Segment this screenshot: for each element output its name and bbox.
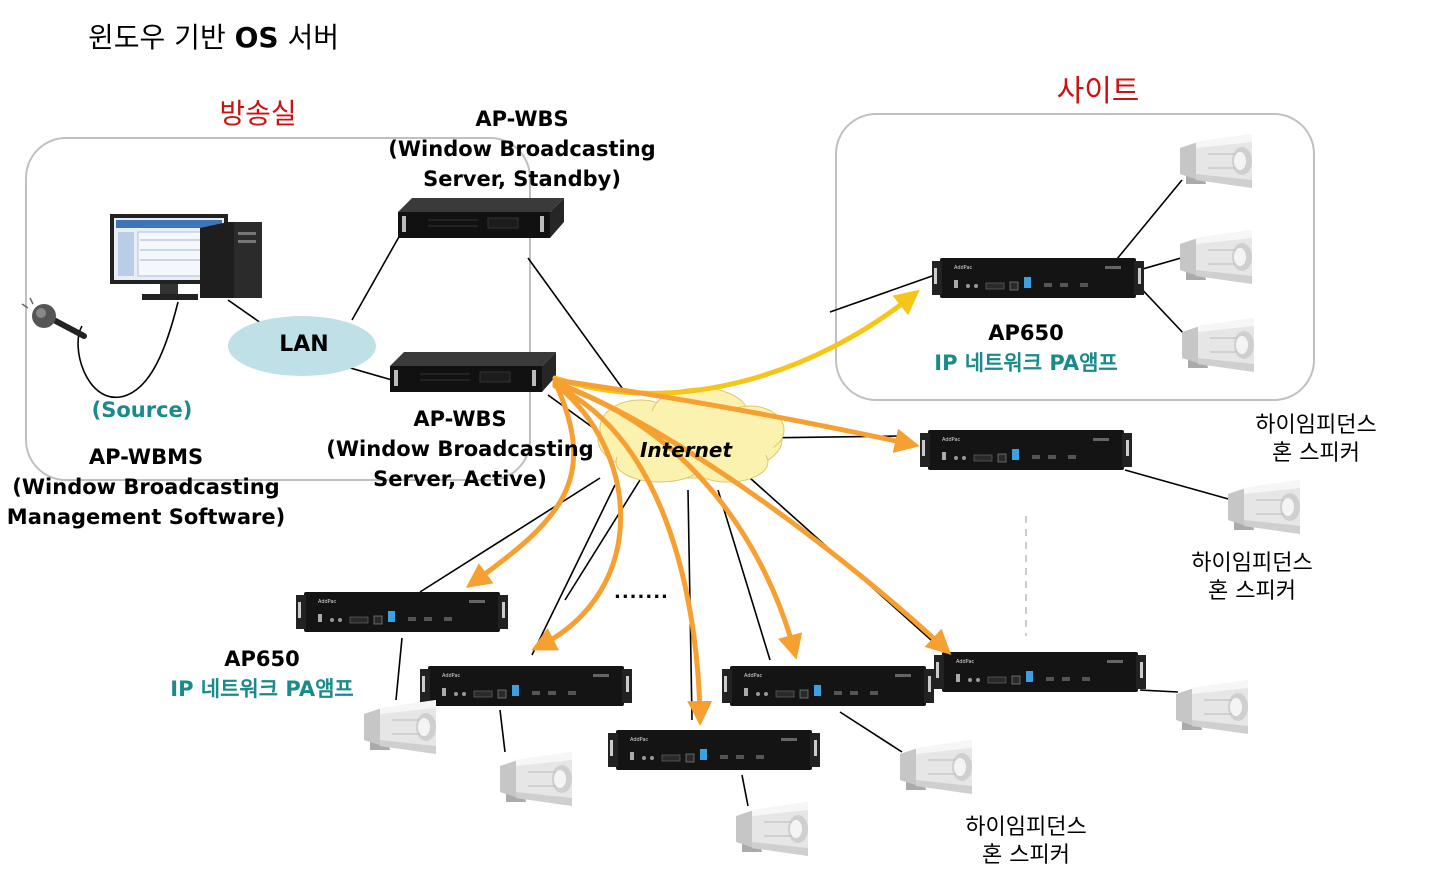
speaker-label: 하이임피던스 혼 스피커	[965, 814, 1086, 870]
microphone-icon	[21, 297, 87, 339]
horn-speaker-icon	[899, 739, 973, 795]
pa-amplifier-icon	[931, 257, 1145, 299]
more-amplifiers-ellipsis: .......	[614, 582, 669, 603]
wbs-active-desc-line2: Server, Active)	[373, 467, 547, 491]
wbms-desc-line2: Management Software)	[6, 505, 286, 529]
broadcast-arrows	[465, 289, 952, 726]
wbs-active-label: AP-WBS (Window Broadcasting Server, Acti…	[326, 404, 593, 494]
pa-amplifier-icon	[419, 665, 633, 707]
rack-server-icon	[397, 197, 565, 239]
page-title: 윈도우 기반 OS 서버	[88, 21, 339, 54]
network-connections	[77, 179, 1233, 807]
source-label: (Source)	[91, 398, 193, 422]
site-amp-model: AP650	[988, 321, 1064, 345]
speaker-label: 하이임피던스 혼 스피커	[1255, 412, 1376, 468]
pa-amplifier-icon	[919, 429, 1133, 471]
studio-zone-label: 방송실	[219, 97, 297, 130]
left-amp-label: AP650 IP 네트워크 PA앰프	[170, 644, 353, 704]
studio-zone-frame	[25, 137, 531, 481]
rack-server-icon	[389, 351, 557, 393]
speaker-label: 하이임피던스 혼 스피커	[1191, 550, 1312, 606]
left-amp-model: AP650	[224, 647, 300, 671]
pa-amplifier-icon	[933, 651, 1147, 693]
speaker-kind: 혼 스피커	[1208, 579, 1296, 604]
site-zone-label: 사이트	[1056, 74, 1140, 109]
speaker-type: 하이임피던스	[1255, 413, 1377, 438]
horn-speaker-icon	[499, 751, 573, 807]
speaker-type: 하이임피던스	[1191, 551, 1313, 576]
site-zone-frame	[835, 113, 1315, 401]
site-amp-desc: IP 네트워크 PA앰프	[934, 351, 1118, 375]
wbs-standby-label: AP-WBS (Window Broadcasting Server, Stan…	[388, 104, 655, 194]
lan-cloud	[228, 316, 376, 376]
pa-amplifier-icon	[721, 665, 935, 707]
wbs-active-name: AP-WBS	[413, 407, 507, 431]
pa-amplifier-icon	[295, 591, 509, 633]
horn-speaker-icon	[1179, 229, 1253, 285]
horn-speaker-icon	[1181, 317, 1255, 373]
wbms-desc-line1: (Window Broadcasting	[12, 475, 280, 499]
wbs-standby-desc-line2: Server, Standby)	[423, 167, 621, 191]
horn-speaker-icon	[735, 801, 809, 857]
speaker-type: 하이임피던스	[965, 815, 1087, 840]
horn-speaker-icon	[1227, 479, 1301, 535]
lan-label: LAN	[279, 332, 329, 357]
horn-speaker-icon	[1179, 133, 1253, 189]
wbms-name: AP-WBMS	[88, 445, 204, 469]
horn-speaker-icon	[363, 699, 437, 755]
desktop-pc-icon	[110, 214, 262, 300]
wbs-standby-desc-line1: (Window Broadcasting	[388, 137, 656, 161]
left-amp-desc: IP 네트워크 PA앰프	[170, 677, 354, 701]
wbms-label: AP-WBMS (Window Broadcasting Management …	[7, 442, 285, 532]
horn-speaker-icon	[1175, 679, 1249, 735]
speaker-kind: 혼 스피커	[1272, 441, 1360, 466]
site-amp-label: AP650 IP 네트워크 PA앰프	[934, 318, 1117, 378]
internet-label: Internet	[639, 438, 733, 462]
wbs-standby-name: AP-WBS	[475, 107, 569, 131]
wbs-active-desc-line1: (Window Broadcasting	[326, 437, 594, 461]
pa-amplifier-icon	[607, 729, 821, 771]
speaker-kind: 혼 스피커	[982, 843, 1070, 868]
